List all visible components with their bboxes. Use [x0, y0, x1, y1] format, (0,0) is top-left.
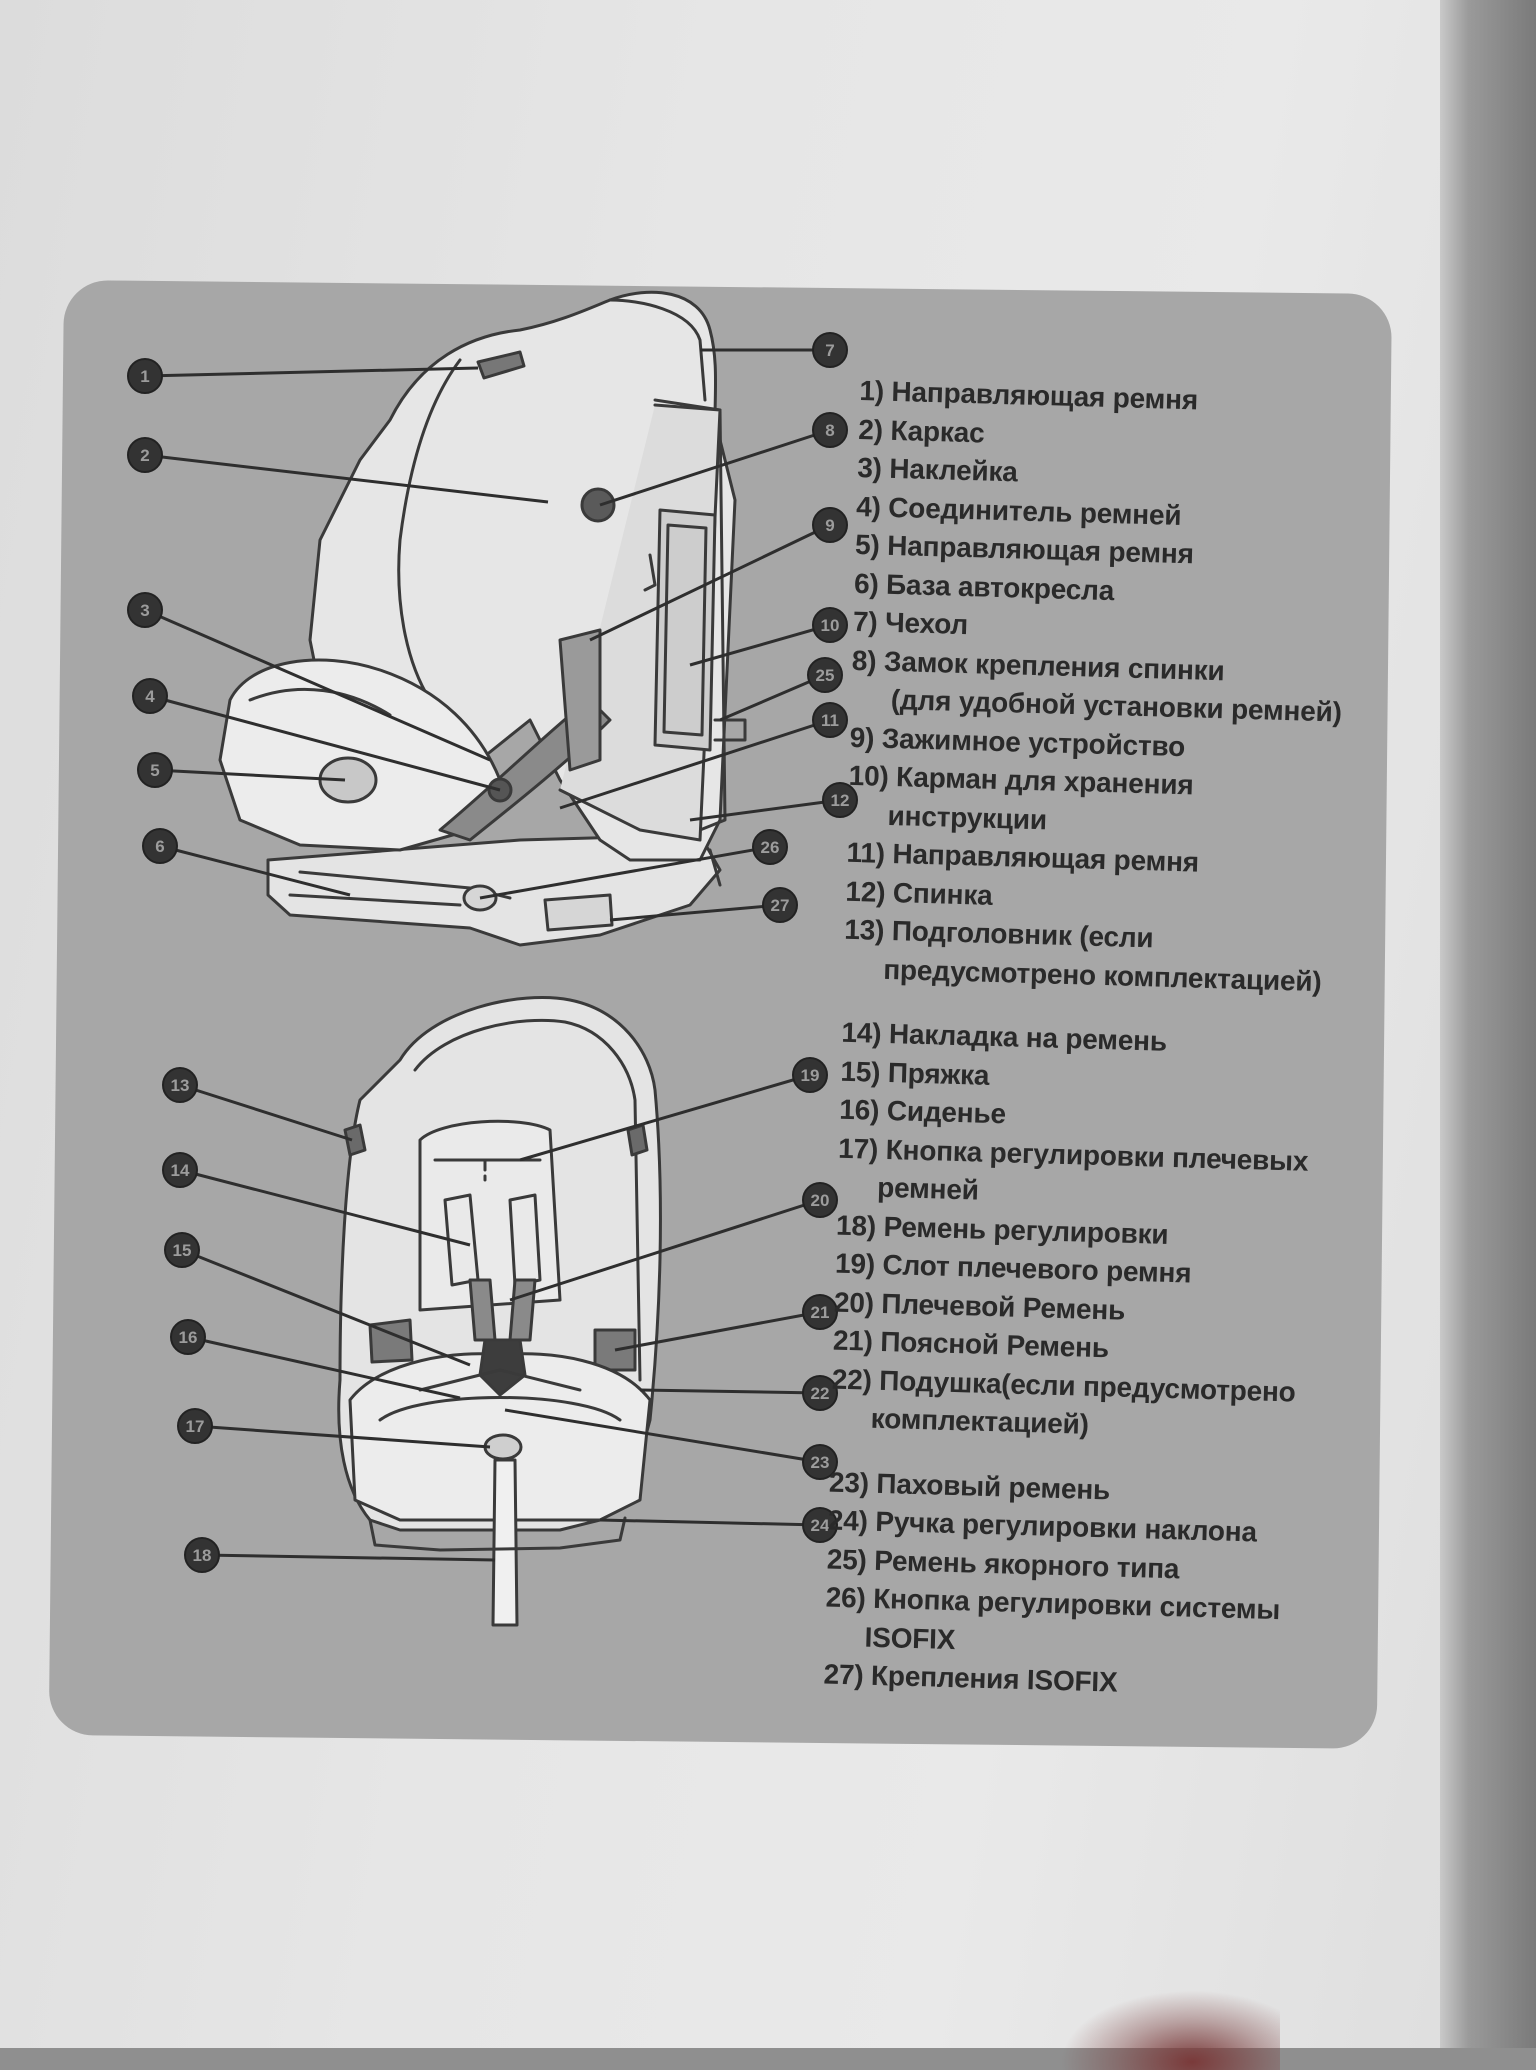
- callout-number: 9: [825, 516, 834, 535]
- callout-number: 19: [801, 1066, 820, 1085]
- legend-item-text: 25) Ремень якорного типа: [826, 1543, 1180, 1584]
- finger-shadow: [1060, 1990, 1280, 2070]
- legend-item-text: 14) Накладка на ремень: [841, 1016, 1168, 1057]
- callout-bottom-11: 23: [802, 1444, 838, 1480]
- callout-top-7: 7: [812, 332, 848, 368]
- callout-top-15: 27: [762, 887, 798, 923]
- legend-item-text: 18) Ремень регулировки: [835, 1209, 1169, 1250]
- callout-number: 22: [811, 1384, 830, 1403]
- seat-side-view: [218, 290, 747, 947]
- callout-number: 8: [825, 421, 834, 440]
- callout-number: 17: [186, 1417, 205, 1436]
- callout-number: 2: [140, 446, 149, 465]
- callout-number: 18: [193, 1546, 212, 1565]
- callout-top-5: 5: [137, 752, 173, 788]
- callout-number: 1: [140, 367, 149, 386]
- legend-item-text: 21) Поясной Ремень: [832, 1324, 1110, 1364]
- legend-item-text: 12) Спинка: [845, 875, 993, 911]
- callout-number: 13: [171, 1076, 190, 1095]
- callout-top-1: 1: [127, 358, 163, 394]
- legend-item-text: 4) Соединитель ремней: [855, 490, 1182, 531]
- callout-bottom-9: 21: [802, 1294, 838, 1330]
- legend-item-text: 3) Наклейка: [856, 451, 1019, 488]
- callout-number: 4: [145, 687, 155, 706]
- callout-number: 11: [821, 711, 839, 730]
- legend-item: 8) Замок крепления спинки(для удобной ус…: [850, 641, 1392, 733]
- callout-bottom-4: 16: [170, 1319, 206, 1355]
- callout-bottom-3: 15: [164, 1232, 200, 1268]
- legend-item-text: 7) Чехол: [852, 605, 969, 641]
- callout-bottom-12: 24: [802, 1507, 838, 1543]
- callout-top-10: 10: [812, 607, 848, 643]
- page-edge: [1440, 0, 1536, 2048]
- legend-item-text: 23) Паховый ремень: [828, 1466, 1111, 1505]
- leader-lines: [144, 348, 841, 1562]
- legend-item-text: 1) Направляющая ремня: [859, 374, 1199, 416]
- callout-number: 14: [171, 1161, 190, 1180]
- legend-item-text: 9) Зажимное устройство: [849, 721, 1186, 762]
- callout-number: 27: [771, 896, 790, 915]
- callout-bottom-1: 13: [162, 1067, 198, 1103]
- callout-top-2: 2: [127, 437, 163, 473]
- callout-top-11: 25: [807, 657, 843, 693]
- callout-bottom-2: 14: [162, 1152, 198, 1188]
- legend-item-text: 24) Ручка регулировки наклона: [827, 1504, 1258, 1548]
- callout-top-3: 3: [127, 592, 163, 628]
- legend-item-text: 2) Каркас: [857, 413, 985, 448]
- seat-front-view: [337, 996, 662, 1627]
- callout-number: 7: [825, 341, 834, 360]
- legend-item-text: 13) Подголовник (если: [844, 913, 1154, 954]
- callout-number: 15: [173, 1241, 192, 1260]
- legend-item-text: 6) База автокресла: [853, 567, 1115, 606]
- callout-number: 12: [831, 791, 850, 810]
- callout-number: 16: [179, 1328, 198, 1347]
- callout-top-4: 4: [132, 678, 168, 714]
- legend-item-text: 11) Направляющая ремня: [846, 836, 1200, 878]
- callout-bottom-7: 19: [792, 1057, 828, 1093]
- callout-top-12: 11: [812, 702, 848, 738]
- callout-top-8: 8: [812, 412, 848, 448]
- callout-markers: 1234567891025111226271314151617181920212…: [127, 332, 858, 1573]
- callout-top-14: 26: [752, 829, 788, 865]
- callout-number: 6: [155, 837, 164, 856]
- legend-item-text: 20) Плечевой Ремень: [833, 1286, 1126, 1326]
- callout-number: 25: [816, 666, 835, 685]
- callout-number: 26: [761, 838, 780, 857]
- legend-item-text: 5) Направляющая ремня: [854, 528, 1195, 570]
- callout-number: 23: [811, 1453, 830, 1472]
- callout-bottom-5: 17: [177, 1408, 213, 1444]
- callout-bottom-8: 20: [802, 1182, 838, 1218]
- callout-number: 24: [811, 1516, 830, 1535]
- callout-number: 3: [140, 601, 149, 620]
- callout-number: 21: [811, 1303, 830, 1322]
- callout-number: 20: [811, 1191, 830, 1210]
- legend-item-text: 19) Слот плечевого ремня: [834, 1247, 1192, 1289]
- legend-item-text: 27) Крепления ISOFIX: [823, 1658, 1118, 1698]
- legend-item-text: 16) Сиденье: [838, 1093, 1007, 1130]
- callout-number: 10: [821, 616, 840, 635]
- callout-top-9: 9: [812, 507, 848, 543]
- callout-top-13: 12: [822, 782, 858, 818]
- callout-top-6: 6: [142, 828, 178, 864]
- callout-bottom-10: 22: [802, 1375, 838, 1411]
- callout-number: 5: [150, 761, 159, 780]
- legend-item-text: 10) Карман для хранения: [848, 759, 1194, 801]
- callout-bottom-6: 18: [184, 1537, 220, 1573]
- legend-item-text: 8) Замок крепления спинки: [851, 644, 1225, 686]
- legend-item-text: 15) Пряжка: [840, 1055, 990, 1091]
